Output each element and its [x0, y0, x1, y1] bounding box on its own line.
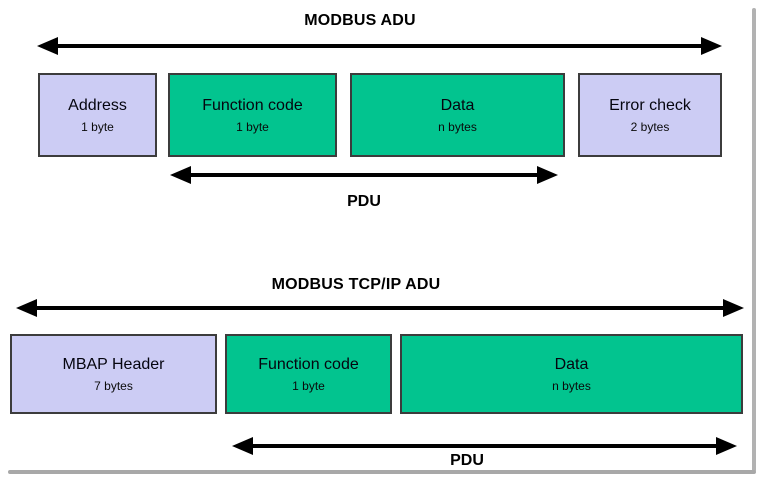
- frame-shadow-right: [752, 8, 756, 472]
- pdu-span-arrow: [170, 166, 558, 184]
- field-label: Data: [554, 355, 589, 373]
- field-label: Function code: [202, 96, 303, 114]
- field-box-data: Data n bytes: [350, 73, 565, 157]
- field-label: Error check: [609, 96, 691, 114]
- arrow-line: [244, 444, 725, 448]
- frame-shadow-bottom: [8, 470, 756, 474]
- field-label: MBAP Header: [62, 355, 165, 373]
- field-size: 2 bytes: [630, 119, 670, 134]
- modbus-adu-span-arrow: [37, 37, 722, 55]
- field-size: 7 bytes: [94, 378, 133, 393]
- pdu-label: PDU: [450, 452, 484, 469]
- arrow-line: [182, 173, 546, 177]
- field-size: n bytes: [552, 378, 591, 393]
- field-size: 1 byte: [292, 378, 325, 393]
- field-box-function-code: Function code 1 byte: [225, 334, 392, 414]
- field-label: Function code: [258, 355, 359, 373]
- field-size: 1 byte: [81, 119, 114, 134]
- modbus-tcpip-adu-title: MODBUS TCP/IP ADU: [271, 276, 441, 293]
- field-label: Address: [68, 96, 127, 114]
- field-box-error-check: Error check 2 bytes: [578, 73, 722, 157]
- field-label: Data: [440, 96, 475, 114]
- field-size: 1 byte: [236, 119, 269, 134]
- field-box-function-code: Function code 1 byte: [168, 73, 337, 157]
- field-box-data: Data n bytes: [400, 334, 743, 414]
- arrow-line: [49, 44, 710, 48]
- arrow-line: [28, 306, 732, 310]
- pdu-span-arrow: [232, 437, 737, 455]
- field-size: n bytes: [438, 119, 477, 134]
- field-box-address: Address 1 byte: [38, 73, 157, 157]
- field-box-mbap-header: MBAP Header 7 bytes: [10, 334, 217, 414]
- pdu-label: PDU: [347, 193, 381, 210]
- modbus-adu-title: MODBUS ADU: [304, 12, 416, 29]
- modbus-tcpip-adu-span-arrow: [16, 299, 744, 317]
